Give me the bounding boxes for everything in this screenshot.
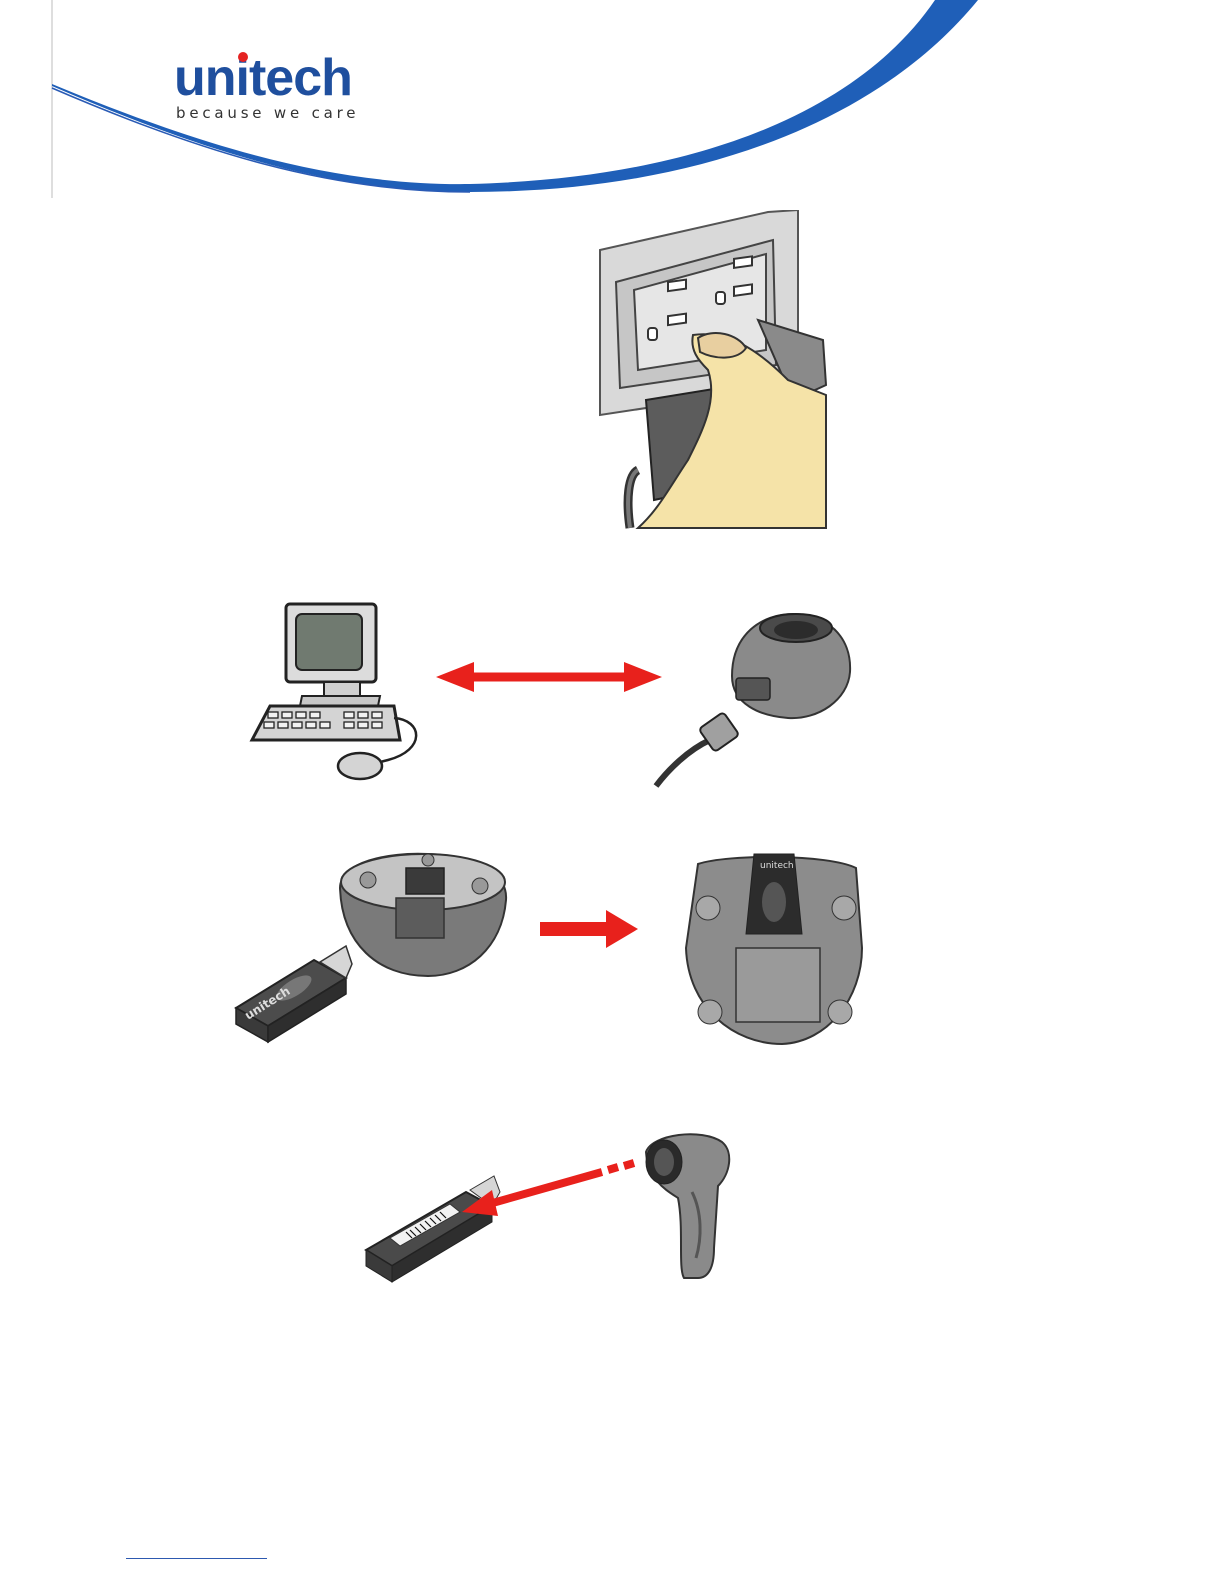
pairing-figure — [362, 1128, 742, 1288]
handheld-barcode-scanner-icon — [646, 1134, 729, 1278]
double-headed-arrow-icon — [436, 662, 662, 692]
footer-rule — [126, 1558, 267, 1559]
brand-dot — [238, 52, 248, 62]
dongle-install-figure: unitech unitech — [228, 848, 868, 1048]
cradle-underside-icon — [340, 854, 506, 976]
charging-cradle-with-cable-icon — [656, 614, 850, 786]
brand-tagline: because we care — [176, 104, 359, 122]
brand-wordmark: unitech — [174, 50, 352, 106]
power-outlet-figure — [598, 210, 828, 530]
desktop-computer-icon — [252, 604, 416, 779]
cradle-with-dongle-installed-icon: unitech — [686, 854, 862, 1044]
usb-dongle-icon: unitech — [236, 946, 352, 1042]
host-connection-figure — [248, 600, 858, 790]
insert-arrow-icon — [540, 910, 638, 948]
brand-logo: unitech because we care — [174, 50, 374, 125]
wall-outlet-power-adapter-icon — [600, 210, 826, 528]
usb-dongle-barcode-label-icon — [366, 1176, 500, 1282]
cradle-brand-label: unitech — [760, 861, 794, 871]
